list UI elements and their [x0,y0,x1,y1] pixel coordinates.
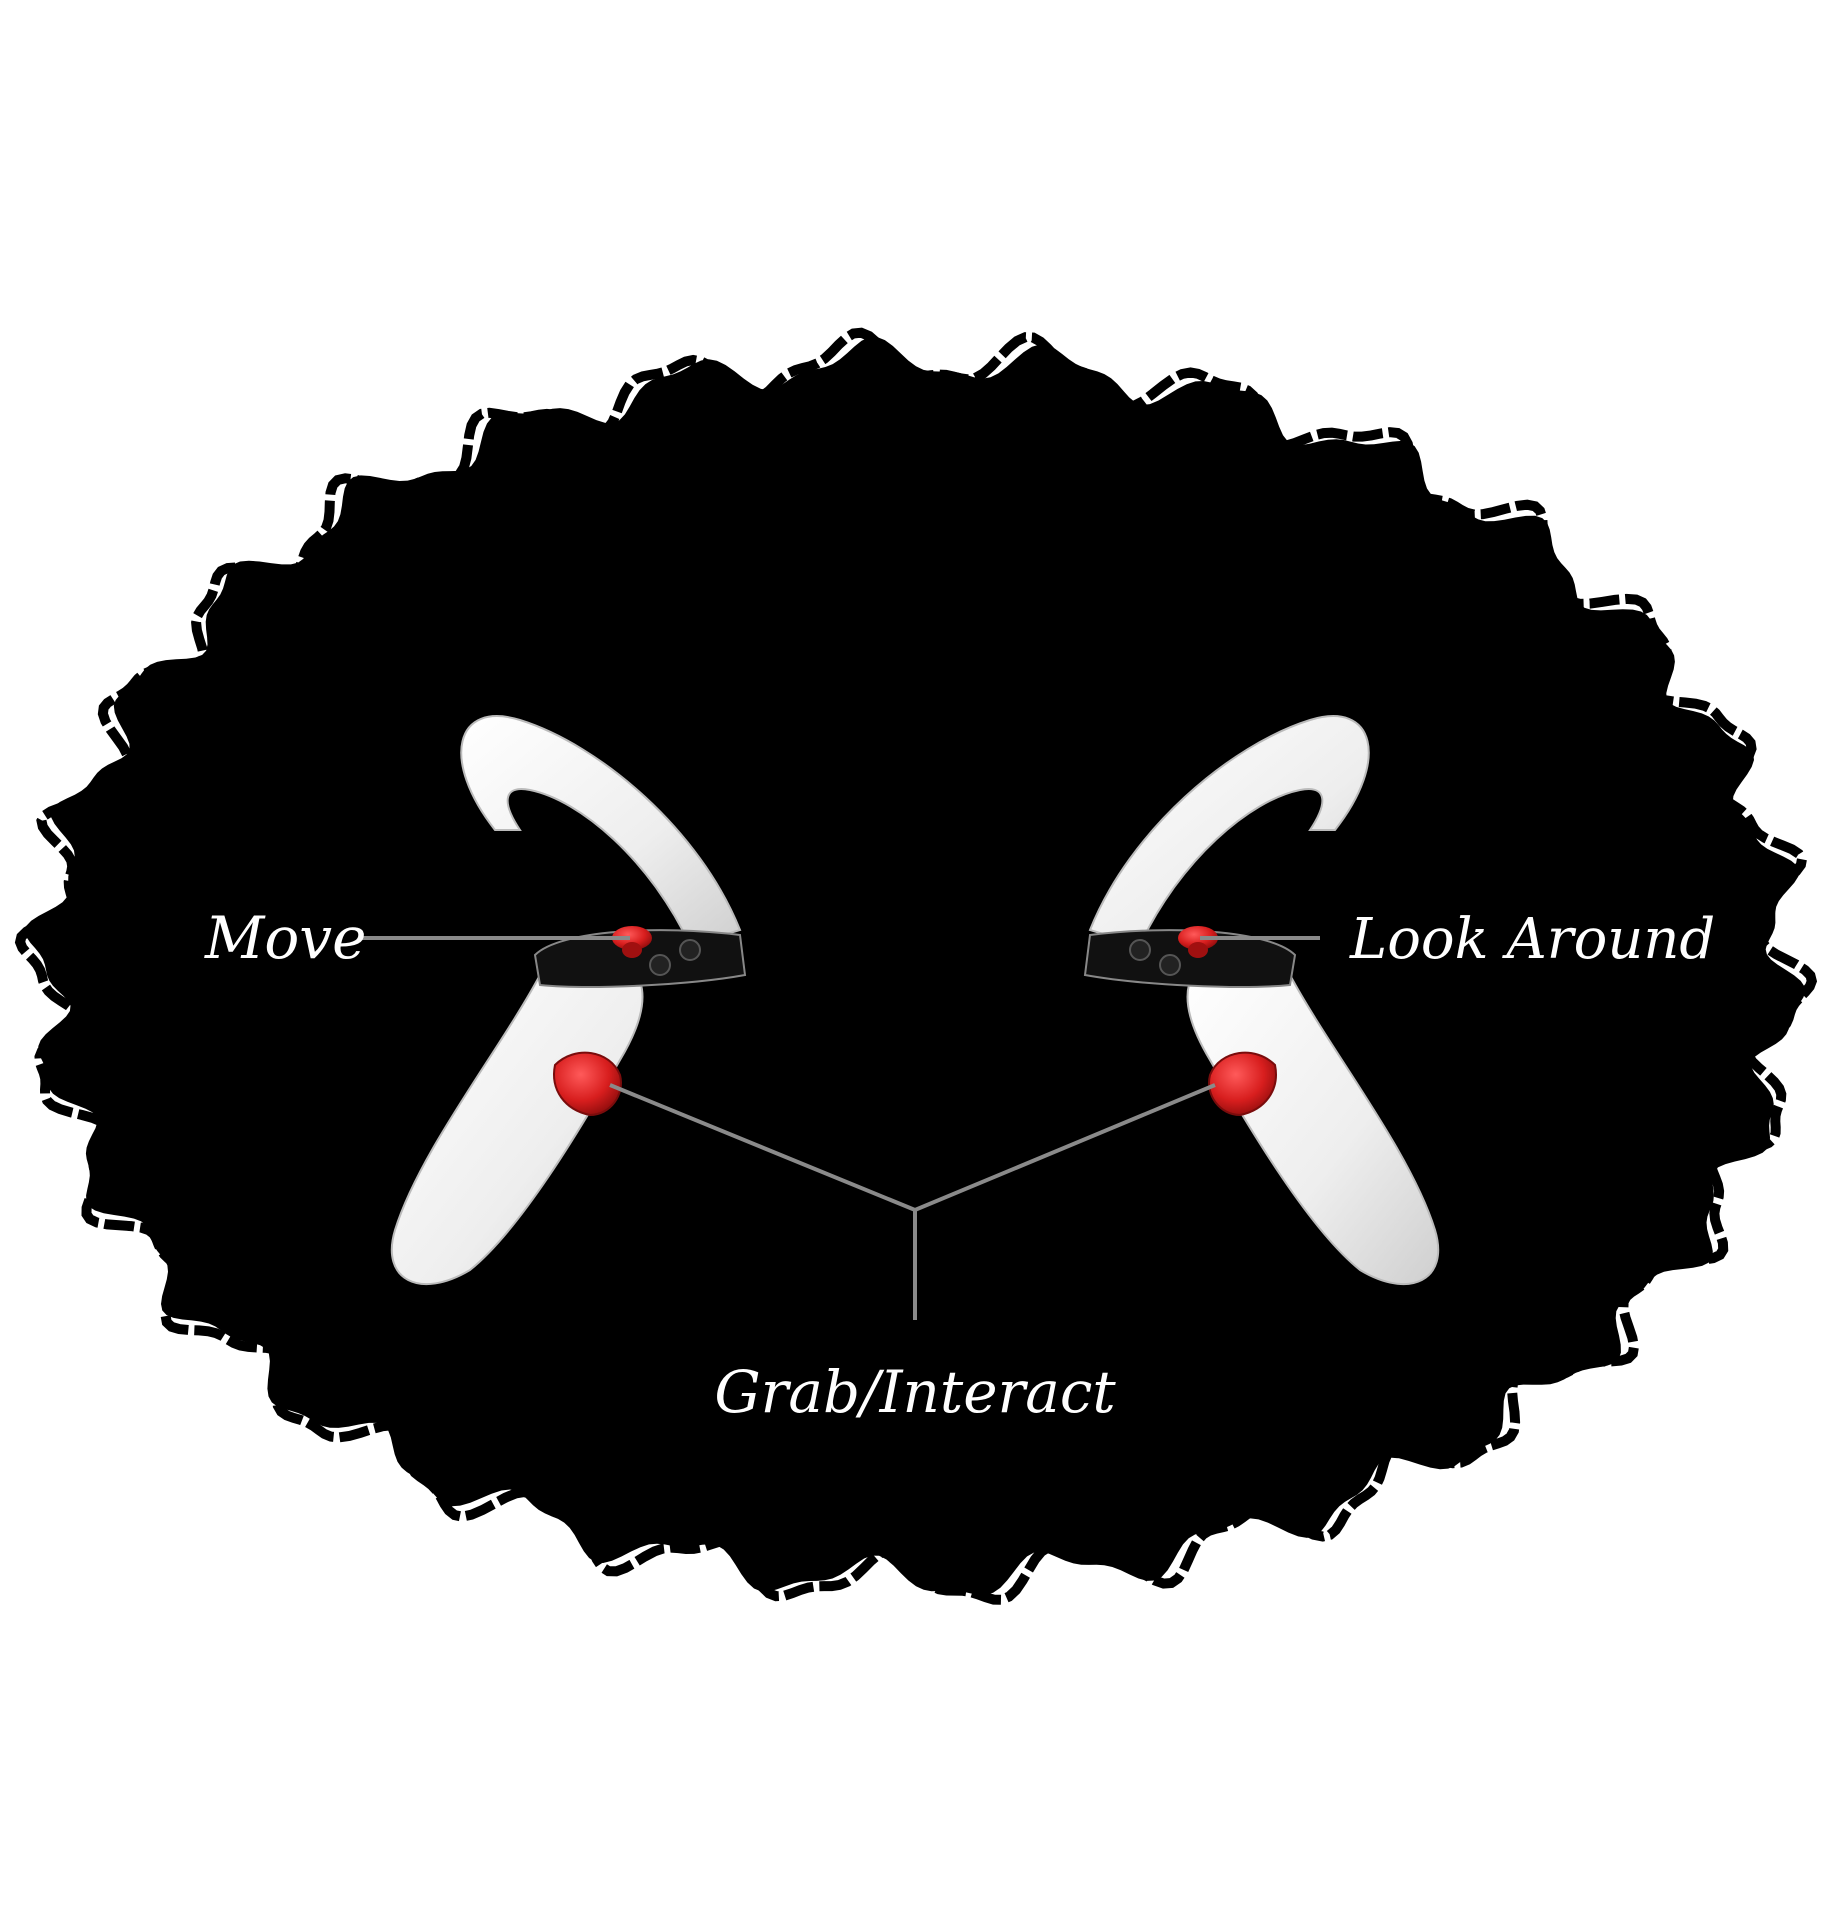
y-button-icon [679,939,701,961]
look-around-label: Look Around [1349,907,1715,972]
right-controller [1083,715,1440,1286]
black-panel [24,337,1806,1595]
x-button-icon [649,954,671,976]
left-controller [390,715,747,1286]
vr-controller-left-icon [390,715,747,1286]
right-grip-trigger-icon [1208,1051,1277,1117]
b-button-icon [1129,939,1151,961]
brush-panel [14,327,1818,1605]
brush-stroke-edge [14,327,1818,1605]
move-label: Move [204,904,366,972]
grab-interact-label: Grab/Interact [714,1358,1116,1426]
right-thumbstick-icon [1178,926,1218,950]
leader-lines [362,936,1320,1320]
left-grip-trigger-icon [553,1051,622,1117]
a-button-icon [1159,954,1181,976]
vr-controller-right-icon [1083,715,1440,1286]
left-thumbstick-icon [612,926,652,950]
